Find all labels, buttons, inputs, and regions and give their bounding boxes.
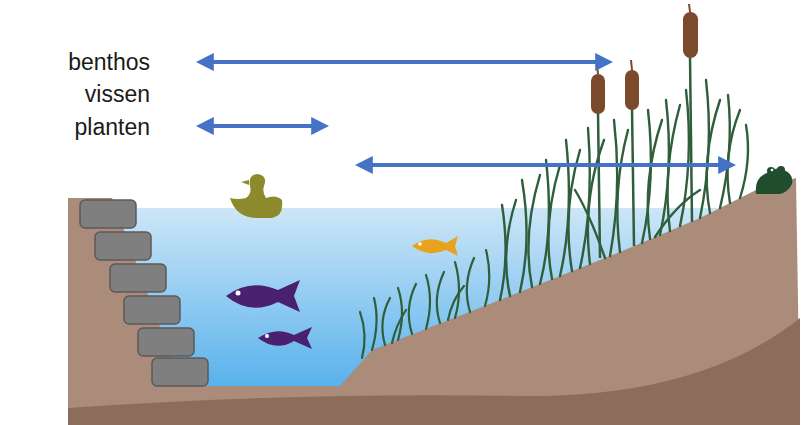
stone-wall: [80, 200, 208, 386]
range-arrow: [362, 163, 729, 167]
duck: [230, 174, 282, 218]
zone-label: benthos: [68, 48, 150, 76]
fish: [226, 236, 458, 349]
soil: [68, 178, 800, 425]
range-arrows: [203, 62, 729, 165]
reeds: [500, 80, 748, 300]
range-arrow: [203, 124, 322, 128]
zone-label: planten: [75, 113, 150, 141]
cattail: [591, 4, 698, 258]
subsoil: [68, 318, 800, 425]
frog: [756, 166, 793, 194]
zone-label: vissen: [85, 80, 150, 108]
range-arrow: [203, 60, 606, 64]
submerged-plants: [360, 250, 489, 358]
